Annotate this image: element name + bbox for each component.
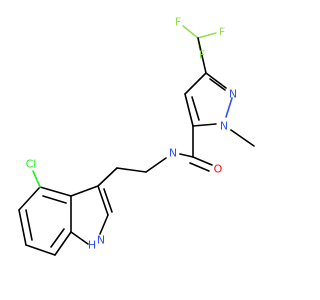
bond-c5-c4 xyxy=(184,93,194,127)
bond-c4-c5 xyxy=(18,186,41,211)
bond-c4-cl xyxy=(32,170,41,188)
bond-ch2b-c3indole xyxy=(97,167,118,187)
bond-cf3-c3 xyxy=(197,37,207,74)
bond-c5-c6-double xyxy=(25,209,33,241)
bond-c7-c7a xyxy=(54,231,72,256)
bond-n1-methyl xyxy=(230,129,255,147)
bond-n1-c7a xyxy=(70,231,89,245)
atom-f2-label: F xyxy=(219,26,225,39)
atom-amide-n-label: N xyxy=(169,147,177,160)
bond-c7-c7a-double xyxy=(50,228,65,248)
bond-c3-c3a xyxy=(70,185,99,197)
structure-svg: F F F N N N O Cl N H xyxy=(18,16,255,256)
bond-c5-c6 xyxy=(18,209,27,246)
bond-n1-c5 xyxy=(192,123,217,127)
bond-c6-c7 xyxy=(25,244,56,256)
atom-f3-label: F xyxy=(199,49,205,62)
bond-c4-c3 xyxy=(184,72,207,95)
bond-c3-c2 xyxy=(97,185,109,216)
atom-pyrazole-n1-label: N xyxy=(220,120,228,133)
bond-ch2a-ch2b xyxy=(116,167,147,173)
bond-c3a-c4-double xyxy=(42,195,67,204)
bond-c3a-c4 xyxy=(39,186,72,197)
bond-cf3-f2 xyxy=(197,32,217,39)
bond-carbonyl-n xyxy=(179,153,194,158)
atom-oxygen-label: O xyxy=(214,163,223,176)
bond-n2-n1 xyxy=(225,97,233,118)
atom-pyrazole-n2-label: N xyxy=(229,88,237,101)
atom-indole-n-label: N xyxy=(97,234,105,247)
bond-c3-n2-double xyxy=(209,78,226,91)
bond-carbonyl-o-double xyxy=(189,162,210,172)
bond-cf3-f1 xyxy=(182,25,199,39)
bond-c5-c4-double xyxy=(191,96,200,121)
molecule-diagram: F F F N N N O Cl N H xyxy=(18,16,255,256)
bond-c2-n1 xyxy=(99,214,109,235)
atom-f1-label: F xyxy=(175,16,181,29)
atom-chlorine-label: Cl xyxy=(26,158,37,171)
atom-indole-h-label: H xyxy=(88,239,96,252)
bond-carbonyl-o xyxy=(192,156,213,166)
bond-c3-n2 xyxy=(205,72,227,89)
bond-n-ch2a xyxy=(145,157,167,173)
bond-c3-c2-double xyxy=(103,188,113,213)
